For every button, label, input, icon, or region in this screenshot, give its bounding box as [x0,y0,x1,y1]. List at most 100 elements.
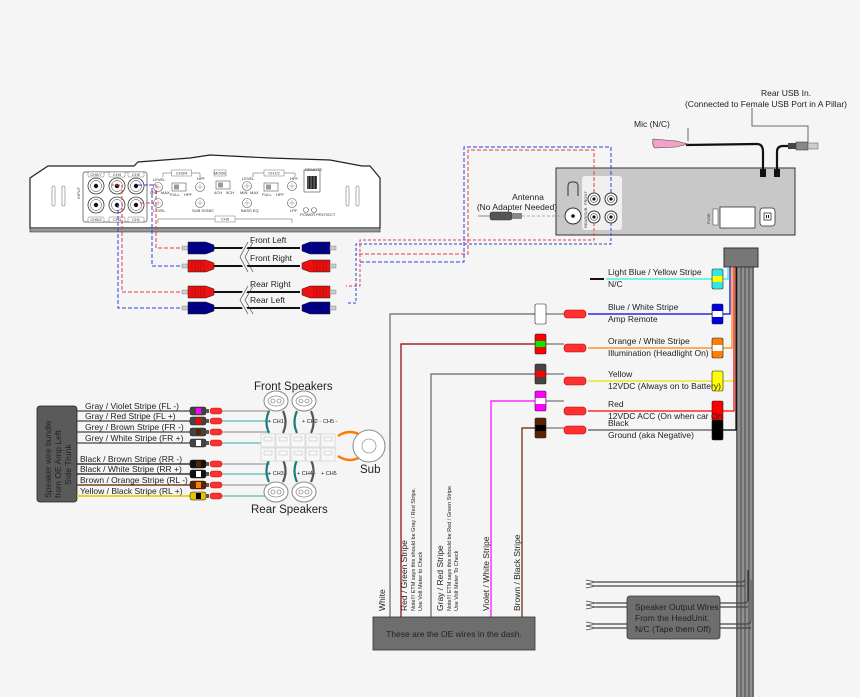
subwoofer [352,429,386,463]
rca-plug-tip [181,289,189,295]
terminal [305,447,321,462]
protect-led [311,207,317,213]
svg-text:4CH: 4CH [214,190,222,195]
rca-plug [187,259,215,273]
terminal [275,433,291,448]
rca-cable: Front Right [181,253,337,273]
harness-wire-function: N/C [608,279,623,289]
svg-text:MAX: MAX [250,190,259,195]
amp-section-label: CH3/4 [176,171,188,176]
amp-rca-port [87,196,105,214]
svg-text:FULL: FULL [170,192,181,197]
terminal [260,447,276,462]
antenna-sublabel: (No Adapter Needed) [477,202,557,212]
antenna-label: Antenna [512,192,544,202]
front-speakers-title: Front Speakers [254,381,333,393]
svg-text:Sub: Sub [360,464,380,476]
oe-wire-note: Note!!! ETM says this should be Red / Gr… [447,486,453,611]
oe-wire [430,363,564,617]
rca-plug [301,241,331,255]
butt-connector [209,492,223,500]
speaker [291,481,317,503]
svg-text:HPF: HPF [276,192,285,197]
rca-plug [301,301,331,315]
oe-wire-label: Gray / Red Stripe [435,545,445,611]
harness-wire-name: Red [608,399,624,409]
head-unit-rca-front-left [587,192,601,206]
amp-knob [287,181,297,191]
oe-dash-box [372,616,536,651]
harness-connector [711,370,724,392]
svg-text:+ CH5: + CH5 [321,471,337,477]
rca-cable-label: Rear Right [250,279,291,289]
amp-port-label: CH4 [113,172,122,177]
rca-cable: Rear Left [181,295,337,315]
butt-connector [563,376,587,386]
svg-text:+ CH2 -: + CH2 - [302,419,321,425]
svg-text:Speaker wire bundle: Speaker wire bundle [43,420,53,498]
butt-connector [209,470,223,478]
bundle-wire-label: Brown / Orange Stripe (RL -) [80,475,188,485]
bundle-wire: Yellow / Black Stripe (RL +) [77,486,270,501]
harness-wire-name: Blue / White Stripe [608,302,679,312]
terminal [275,447,291,462]
speaker [291,390,317,412]
speaker [263,390,289,412]
bundle-wire-label: Gray / Violet Stripe (FL -) [85,401,179,411]
svg-text:LEVEL: LEVEL [242,176,255,181]
amp-rca-port [108,196,126,214]
oe-wire [490,390,564,617]
speaker-lead [265,459,271,483]
amp-knob [195,182,205,192]
svg-text:MIN: MIN [240,190,247,195]
svg-text:INPUT: INPUT [76,186,81,199]
butt-connector [563,343,587,353]
rca-plug [301,285,331,299]
oe-wire [521,417,564,617]
rca-cable: Rear Right [181,279,337,299]
rear-speakers-title: Rear Speakers [251,504,328,516]
amp-port-label: CH3 [113,217,122,222]
butt-connector [209,417,223,425]
rear-usb-label: Rear USB In. [761,88,811,98]
rca-plug-tip [329,289,337,295]
svg-text:From the HeadUnit.: From the HeadUnit. [635,613,709,623]
svg-text:CH5 -: CH5 - [323,419,338,425]
rca-cable-label: Rear Left [250,295,286,305]
speaker-lead [309,410,315,434]
svg-text:HPF: HPF [290,176,299,181]
amp-port-label: CH5/7 [90,172,102,177]
harness-wire-name: Black [608,418,630,428]
rca-plug-tip [329,245,337,251]
amp-rca-port [127,196,145,214]
rca-routes [112,146,612,309]
rca-plug-tip [181,263,189,269]
amp-section-label: CH1/2 [268,171,280,176]
rca-plug [301,259,331,273]
butt-connector [209,460,223,468]
amp-port-label: CH1 [132,217,141,222]
oe-wire-label: White [377,589,387,611]
rca-cable: Front Left [181,235,337,255]
harness-wire-name: Yellow [608,369,633,379]
rca-plug [187,285,215,299]
harness-socket [719,206,756,229]
amp-knob [287,198,297,208]
svg-text:POWER PROTECT: POWER PROTECT [300,212,336,217]
amp-rca-port [87,177,105,195]
oe-wire [389,303,564,617]
svg-text:5CH: 5CH [226,190,234,195]
bundle-wire: Gray / Red Stripe (FL +) [77,411,270,426]
bundle-wire-label: Yellow / Black Stripe (RL +) [80,486,183,496]
rca-plug-tip [329,305,337,311]
oe-dash-wires: These are the OE wires in the dash. Whit… [372,303,564,651]
svg-text:REAR/SUB: REAR/SUB [583,207,588,228]
svg-text:+ CH1 -: + CH1 - [268,419,287,425]
power-led [303,207,309,213]
amp-switch [171,182,187,192]
mic-label: Mic (N/C) [634,119,670,129]
